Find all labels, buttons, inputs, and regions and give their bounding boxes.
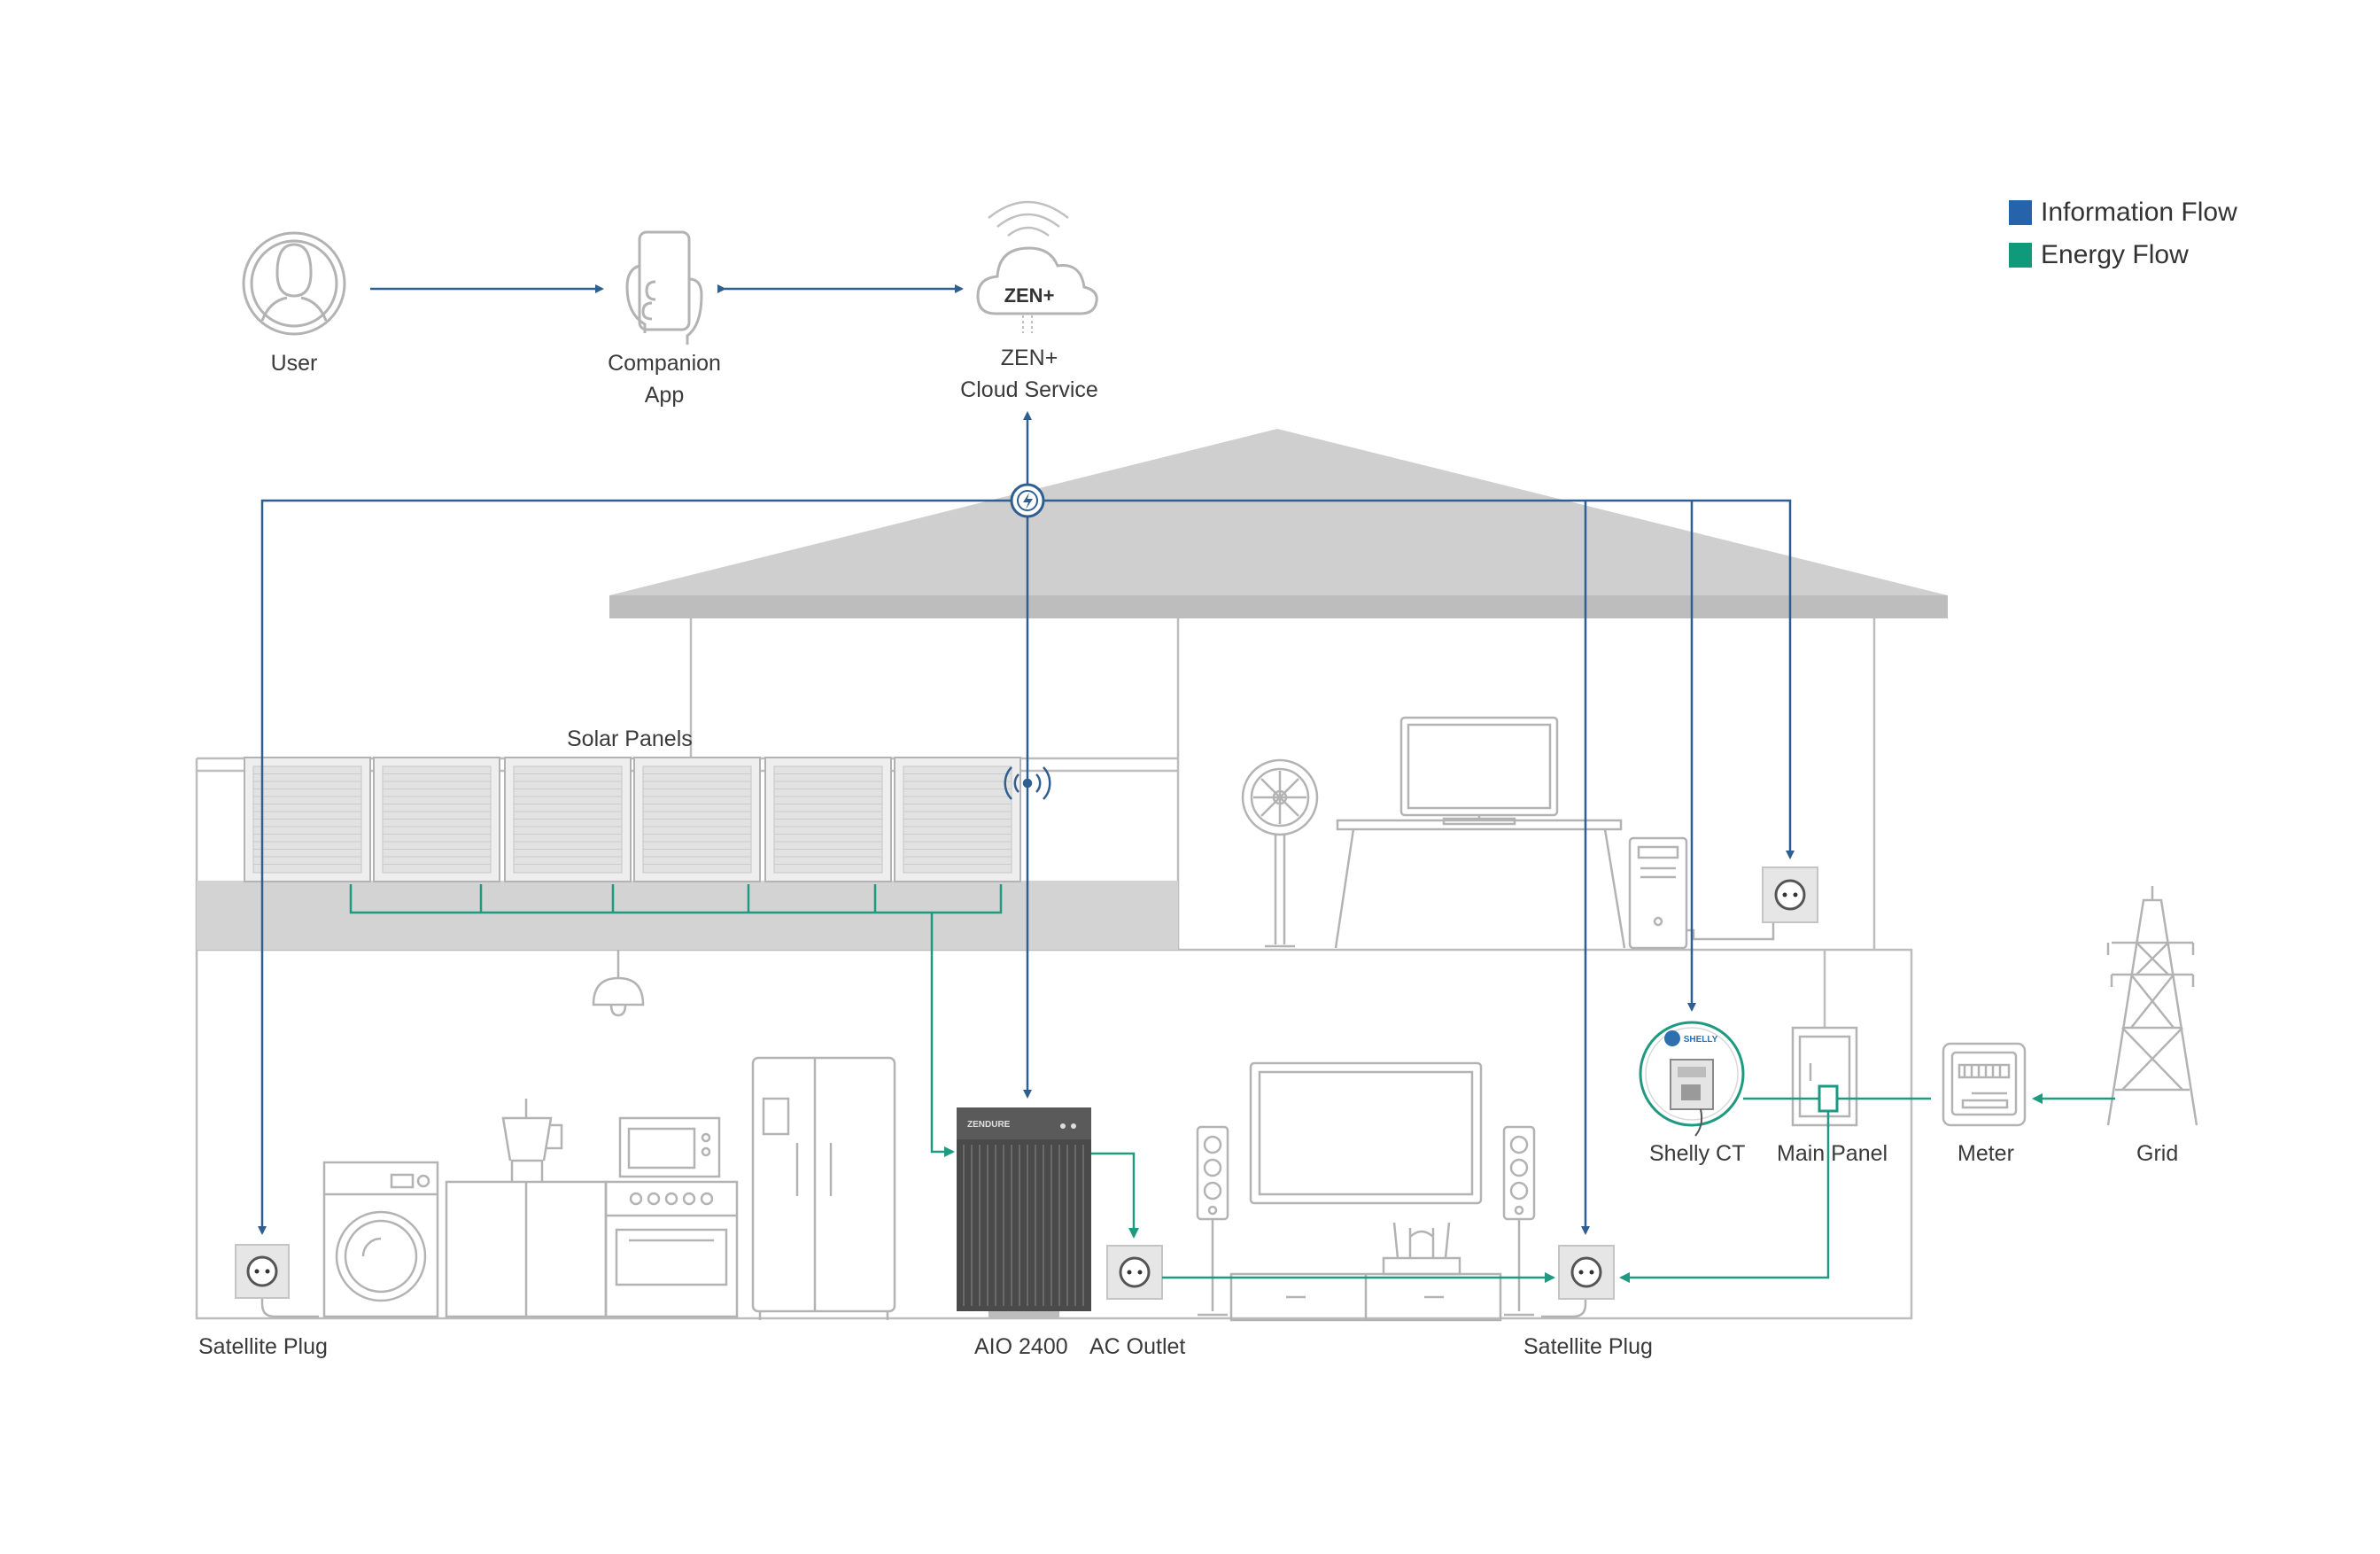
shelly-logo-text: SHELLY bbox=[1684, 1035, 1718, 1045]
solar-energy-bus bbox=[349, 884, 1003, 1157]
solar-panel-module bbox=[633, 757, 761, 882]
ceiling-lamp-icon bbox=[592, 950, 645, 1017]
aio-brand-text: ZENDURE bbox=[967, 1120, 1011, 1130]
desktop-tower-icon bbox=[1628, 836, 1775, 950]
legend-label-energy: Energy Flow bbox=[2041, 240, 2189, 269]
legend-item-information: Information Flow bbox=[2009, 191, 2237, 234]
legend: Information Flow Energy Flow bbox=[2009, 191, 2237, 276]
main-panel-breaker bbox=[1818, 1084, 1839, 1113]
user-icon bbox=[242, 231, 346, 336]
aio-2400-battery: ZENDURE bbox=[957, 1107, 1091, 1318]
legend-label-information: Information Flow bbox=[2041, 198, 2237, 227]
shelly-ct-icon bbox=[1639, 1021, 1745, 1137]
stove-microwave-icon bbox=[604, 1116, 739, 1318]
solar-panel-module bbox=[373, 757, 500, 882]
legend-item-energy: Energy Flow bbox=[2009, 234, 2237, 276]
label-companion-app-line1: Companion bbox=[608, 351, 721, 376]
satellite-plug-right-icon bbox=[1541, 1245, 1615, 1318]
label-solar-panels: Solar Panels bbox=[567, 726, 693, 751]
label-companion-app-line2: App bbox=[644, 383, 685, 408]
label-grid: Grid bbox=[2136, 1141, 2179, 1166]
solar-panel-module bbox=[764, 757, 892, 882]
smartphone-hand-icon bbox=[625, 230, 703, 345]
solar-panel-array bbox=[244, 757, 1021, 882]
label-main-panel: Main Panel bbox=[1777, 1141, 1888, 1166]
legend-swatch-information bbox=[2009, 200, 2032, 225]
hub-icon bbox=[1010, 483, 1045, 518]
solar-panel-module bbox=[504, 757, 632, 882]
grid-tower-icon bbox=[2106, 886, 2198, 1126]
house-roof bbox=[609, 429, 1948, 618]
energy-flow-lines bbox=[1091, 1093, 2115, 1283]
ac-outlet-icon bbox=[1106, 1245, 1163, 1300]
label-satellite-plug-left: Satellite Plug bbox=[198, 1334, 328, 1359]
legend-swatch-energy bbox=[2009, 243, 2032, 268]
wireless-signal-icon bbox=[1004, 766, 1051, 800]
desk-monitor-icon bbox=[1334, 716, 1626, 949]
cloud-badge-text: ZEN+ bbox=[1004, 284, 1055, 307]
washing-machine-icon bbox=[322, 1161, 439, 1318]
main-panel-icon bbox=[1791, 1026, 1858, 1127]
label-ac-outlet: AC Outlet bbox=[1089, 1334, 1186, 1359]
label-satellite-plug-right: Satellite Plug bbox=[1523, 1334, 1653, 1359]
label-aio: AIO 2400 bbox=[974, 1334, 1068, 1359]
upper-socket-icon bbox=[1762, 866, 1818, 923]
speaker-right-icon bbox=[1502, 1125, 1536, 1317]
kitchen-counter-icon bbox=[445, 1099, 608, 1318]
label-meter: Meter bbox=[1957, 1141, 2014, 1166]
label-user: User bbox=[270, 351, 318, 376]
satellite-plug-left-icon bbox=[235, 1244, 319, 1318]
label-cloud-line2: Cloud Service bbox=[960, 377, 1098, 402]
information-flow-lines bbox=[258, 411, 1795, 1235]
refrigerator-icon bbox=[751, 1056, 896, 1320]
cloud-service-icon bbox=[976, 200, 1098, 333]
solar-panel-module bbox=[894, 757, 1021, 882]
living-room-tv-icon bbox=[1229, 1061, 1502, 1322]
speaker-left-icon bbox=[1196, 1125, 1229, 1317]
meter-icon bbox=[1942, 1042, 2027, 1127]
label-cloud-line1: ZEN+ bbox=[1000, 346, 1058, 370]
balcony-floor bbox=[197, 881, 1178, 950]
label-shelly-ct: Shelly CT bbox=[1649, 1141, 1746, 1166]
solar-panel-module bbox=[244, 757, 371, 882]
fan-icon bbox=[1241, 758, 1319, 948]
